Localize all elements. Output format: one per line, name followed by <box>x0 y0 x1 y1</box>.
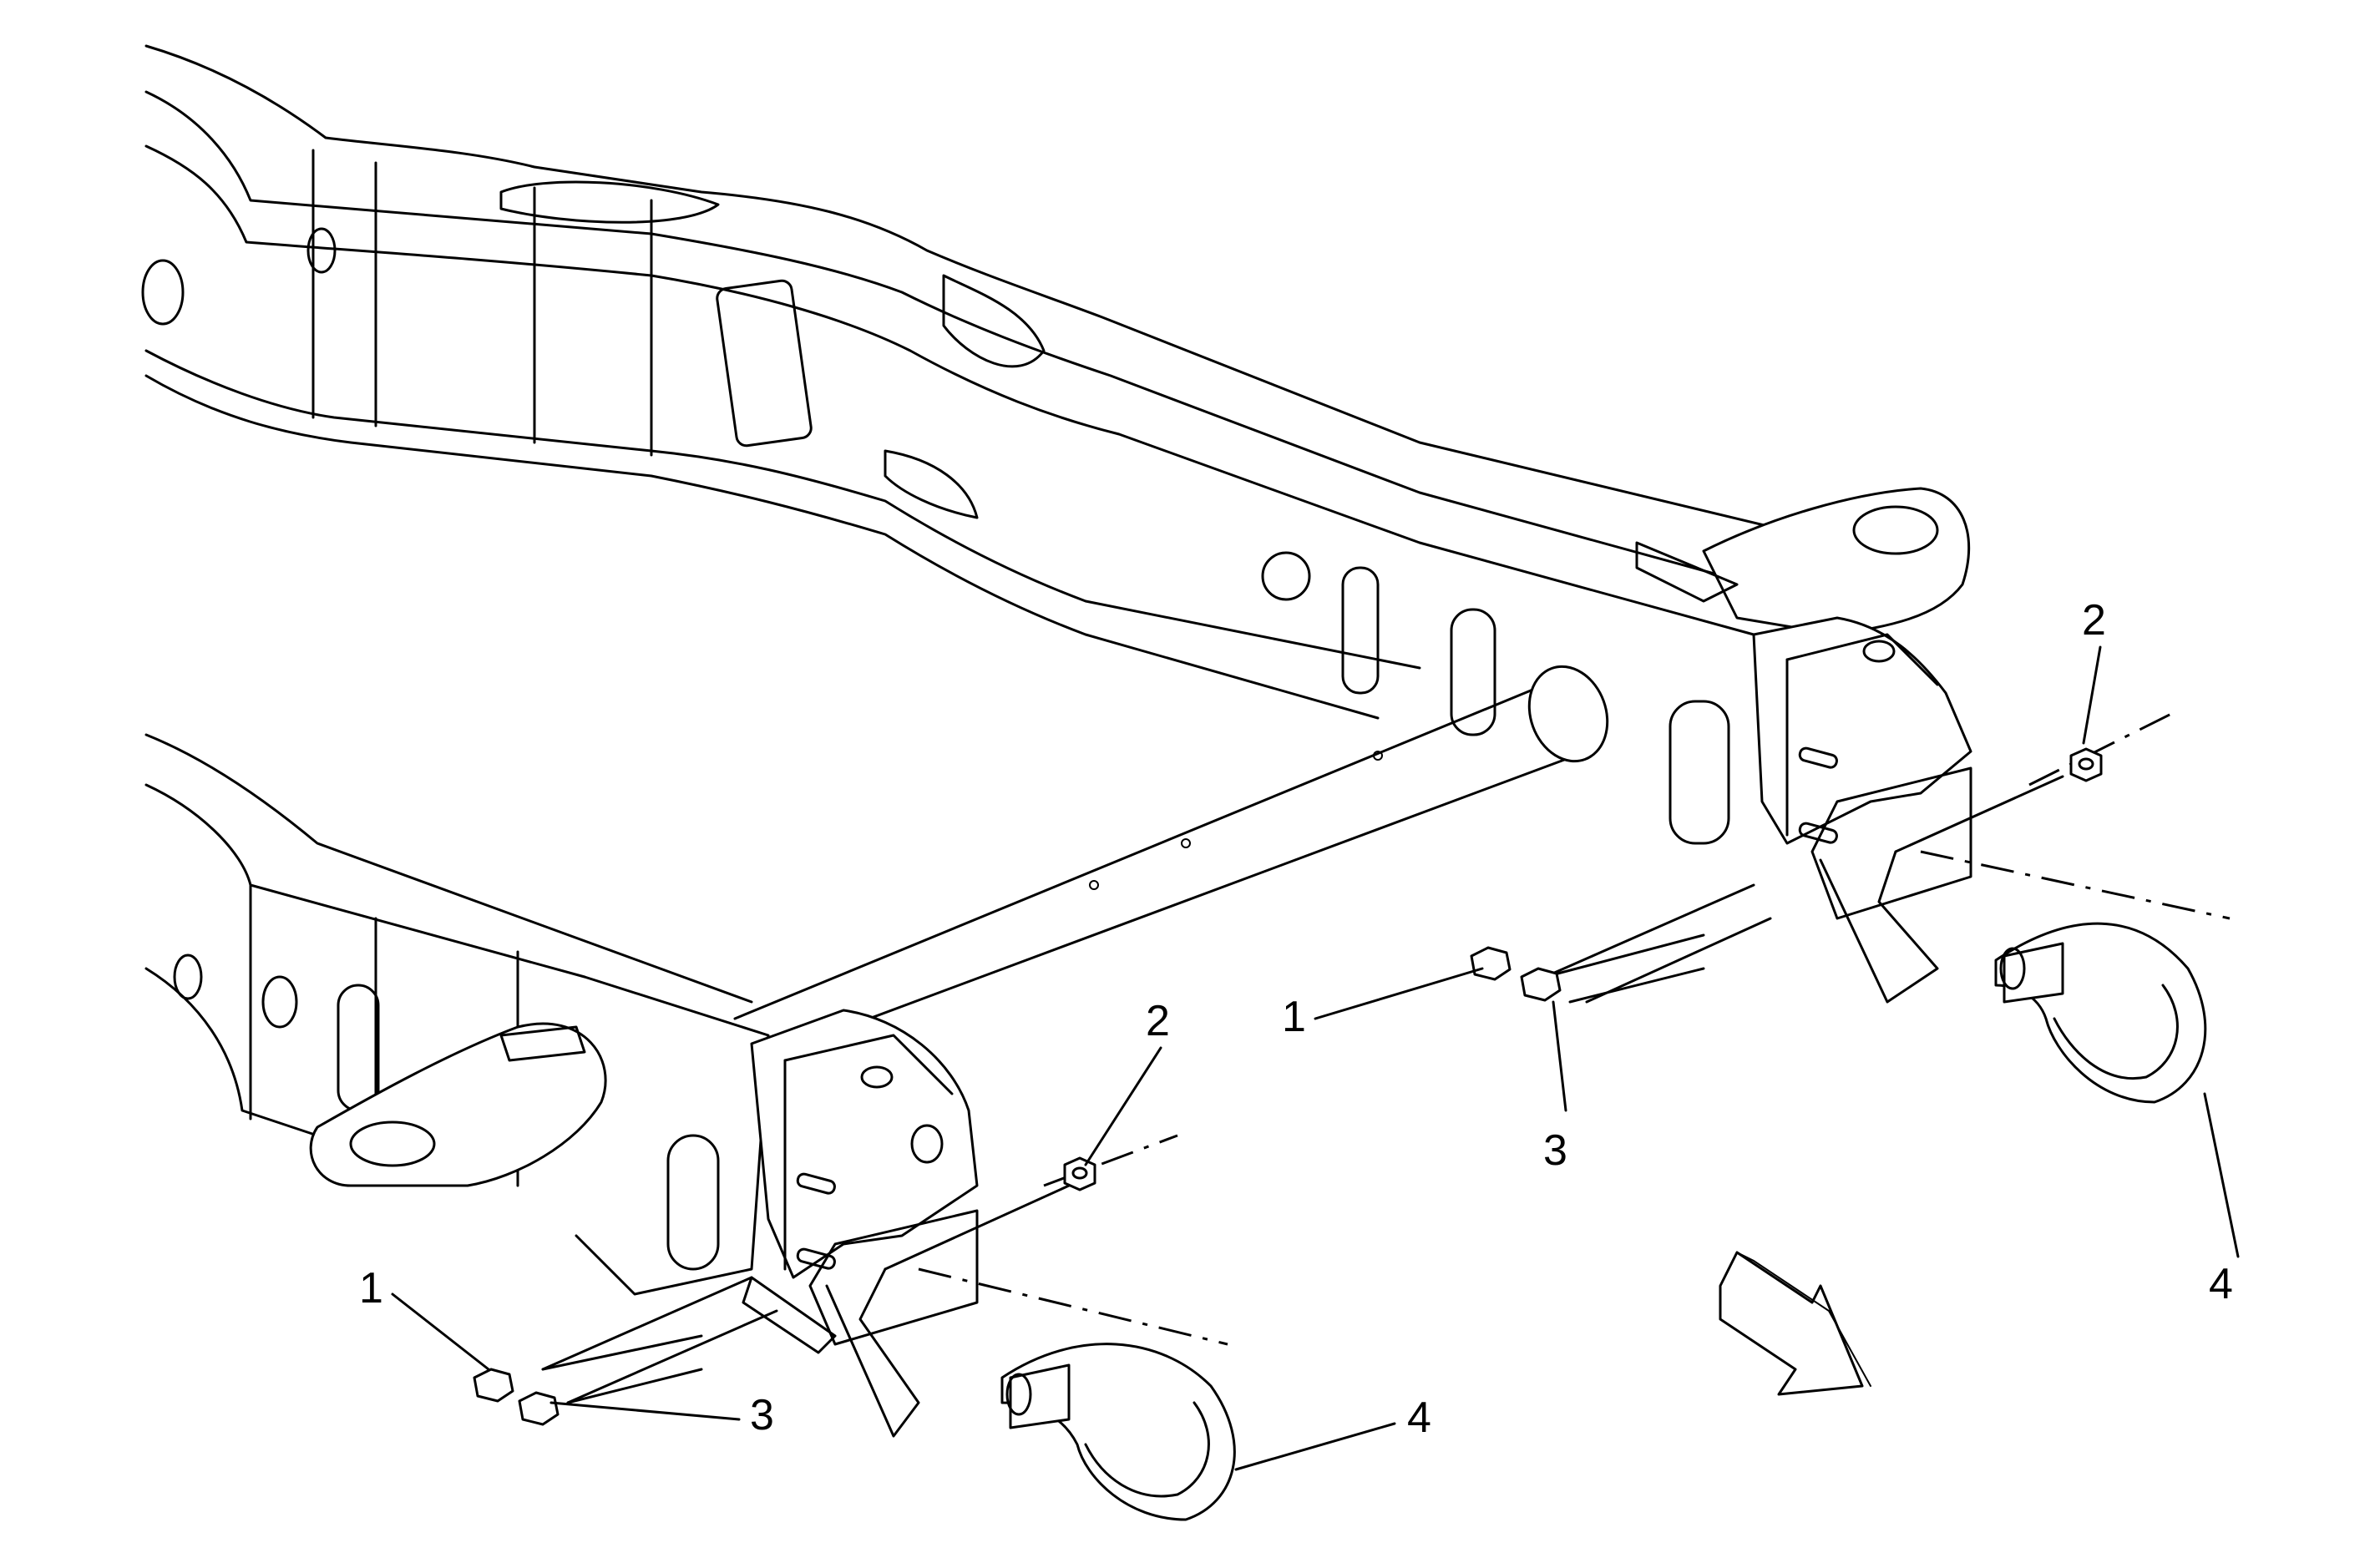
callout-1-left: 1 <box>359 1264 383 1313</box>
callout-leaders <box>391 645 2240 1471</box>
nut-left-shape <box>1063 1156 1096 1191</box>
right-hardware <box>1470 708 2231 1104</box>
callout-1-right: 1 <box>1282 993 1306 1041</box>
bolt3-left-shape <box>518 1391 560 1426</box>
callout-3-right: 3 <box>1543 1126 1567 1175</box>
cross-tube <box>733 665 1609 1058</box>
callout-3-left: 3 <box>750 1391 774 1439</box>
hook-left-shape <box>1000 1343 1236 1521</box>
bolt1-left-shape <box>473 1368 514 1403</box>
callout-labels: 1 2 3 4 1 2 3 4 <box>359 596 2233 1442</box>
left-hardware <box>473 1134 1236 1521</box>
far-frame-end <box>1635 487 1972 920</box>
callout-4-right: 4 <box>2209 1260 2233 1308</box>
nut-right-shape <box>2069 747 2103 782</box>
direction-arrow-icon <box>1719 1251 1871 1396</box>
callout-2-right: 2 <box>2082 596 2106 645</box>
bolt1-right-shape <box>1470 946 1512 981</box>
bolt3-right-shape <box>1520 967 1562 1002</box>
near-frame-end <box>309 1009 979 1354</box>
frame-rail-far <box>141 44 1839 845</box>
callout-4-left: 4 <box>1407 1394 1431 1442</box>
frame-rail-near <box>144 733 770 1296</box>
callout-2-left: 2 <box>1146 997 1170 1045</box>
